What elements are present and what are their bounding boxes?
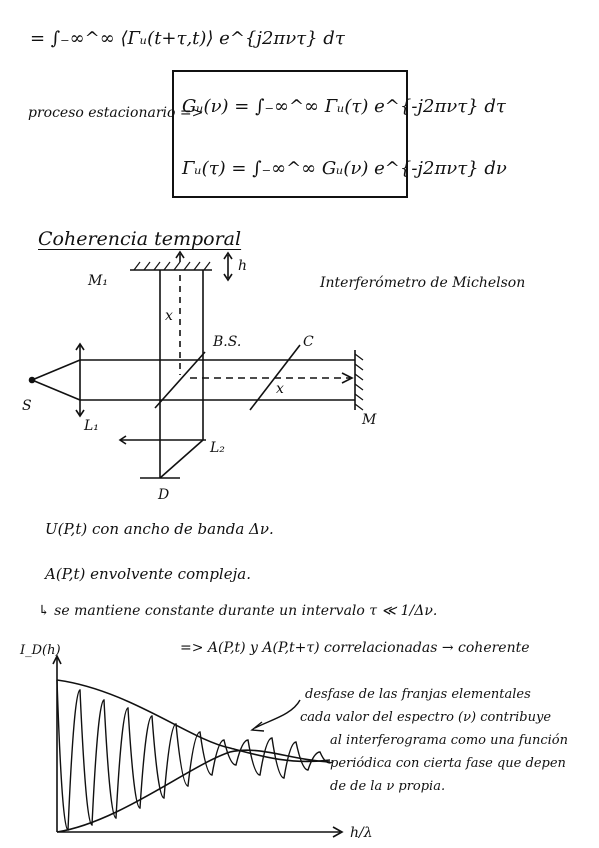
stationary-process-label: proceso estacionario => (28, 105, 204, 121)
label-mirror1: M₁ (88, 273, 108, 289)
note-line-3: ↳ se mantiene constante durante un inter… (38, 603, 438, 619)
label-beam-splitter: B.S. (213, 334, 242, 350)
label-x-vertical: x (165, 308, 173, 324)
label-lens2: L₂ (210, 440, 225, 456)
label-h: h (238, 258, 248, 274)
label-lens1: L₁ (84, 418, 99, 434)
label-compensator: C (303, 334, 314, 350)
label-source: S (22, 398, 32, 414)
graph-x-label: h/λ (350, 825, 373, 841)
graph-annotation-4: periódica con cierta fase que depen (330, 756, 566, 771)
equation-autocorrelation: Γᵤ(τ) = ∫₋∞^∞ Gᵤ(ν) e^{-j2πντ} dν (182, 158, 507, 179)
section-heading: Coherencia temporal (38, 228, 242, 250)
note-line-2: A(P,t) envolvente compleja. (45, 565, 251, 583)
label-x-horizontal: x (276, 381, 284, 397)
label-detector: D (158, 487, 170, 503)
diagram-title: Interferómetro de Michelson (320, 275, 526, 291)
equation-top: = ∫₋∞^∞ ⟨Γᵤ(t+τ,t)⟩ e^{j2πντ} dτ (30, 28, 345, 49)
equation-spectral-density: Gᵤ(ν) = ∫₋∞^∞ Γᵤ(τ) e^{-j2πντ} dτ (182, 96, 506, 117)
spectral-density-box (172, 70, 408, 198)
graph-annotation-3: al interferograma como una función (330, 733, 568, 748)
graph-y-label: I_D(h) (20, 643, 61, 658)
graph-annotation-1: desfase de las franjas elementales (305, 687, 531, 702)
label-mirror2: M (362, 412, 377, 428)
note-line-1: U(P,t) con ancho de banda Δν. (45, 520, 274, 538)
note-line-4: => A(P,t) y A(P,t+τ) correlacionadas → c… (180, 640, 530, 656)
graph-annotation-2: cada valor del espectro (ν) contribuye (300, 710, 552, 725)
graph-annotation-5: de de la ν propia. (330, 779, 446, 794)
